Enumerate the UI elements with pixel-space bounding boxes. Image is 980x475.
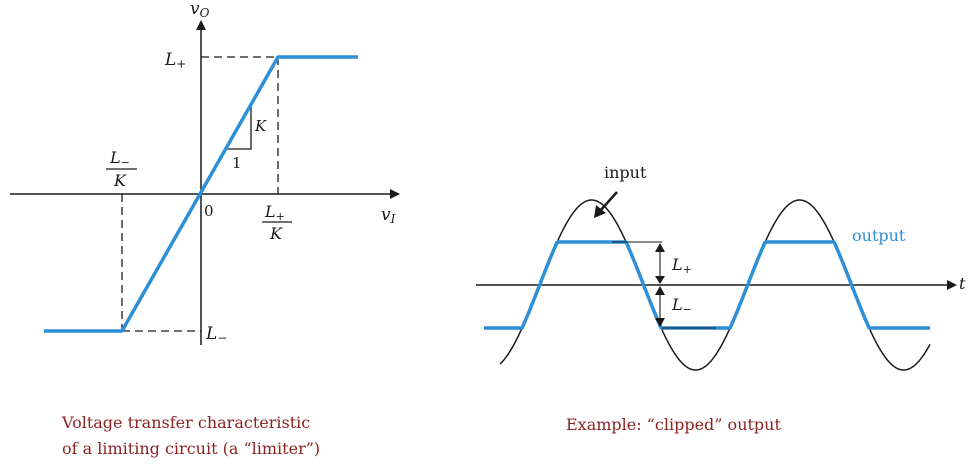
fraction-denominator: K: [269, 224, 283, 243]
arrowhead: [655, 318, 665, 327]
arrowhead: [655, 286, 665, 295]
clipped-output-wave: [484, 240, 931, 330]
slope-rise-label: K: [254, 117, 267, 135]
slope-run-label: 1: [232, 154, 242, 172]
y-axis-label: vO: [190, 0, 210, 20]
caption-line: Voltage transfer characteristic: [62, 413, 311, 432]
upper-level-label: L+: [164, 50, 186, 71]
positive-breakpoint-fraction: L+ K: [262, 202, 292, 243]
lower-level-label: L−: [205, 324, 227, 345]
slope-triangle: [226, 106, 252, 150]
input-label: input: [604, 163, 647, 182]
arrowhead: [594, 205, 606, 218]
svg-text:L+: L+: [264, 202, 285, 223]
arrowhead: [655, 276, 665, 284]
output-label: output: [852, 226, 906, 245]
caption-line: of a limiting circuit (a “limiter”): [62, 439, 321, 458]
origin-label: 0: [204, 202, 214, 220]
input-pointer-arrow: [599, 191, 618, 212]
negative-breakpoint-fraction: L− K: [106, 148, 137, 190]
lower-clip-label: L−: [671, 295, 692, 316]
svg-text:L−: L−: [109, 148, 130, 169]
x-axis-label: vI: [381, 205, 396, 226]
transfer-characteristic: K 1 vO vI 0 L+ L− L+ K L− K: [10, 0, 400, 345]
transfer-curve: [44, 55, 358, 333]
clipping-example: t L+ L− input output: [476, 163, 966, 371]
time-axis-label: t: [959, 274, 966, 293]
clipping-example-caption: Example: “clipped” output: [566, 415, 781, 434]
transfer-characteristic-caption: Voltage transfer characteristic of a lim…: [62, 410, 320, 462]
upper-clip-label: L+: [671, 255, 692, 276]
arrowhead: [655, 243, 665, 252]
fraction-denominator: K: [113, 171, 127, 190]
